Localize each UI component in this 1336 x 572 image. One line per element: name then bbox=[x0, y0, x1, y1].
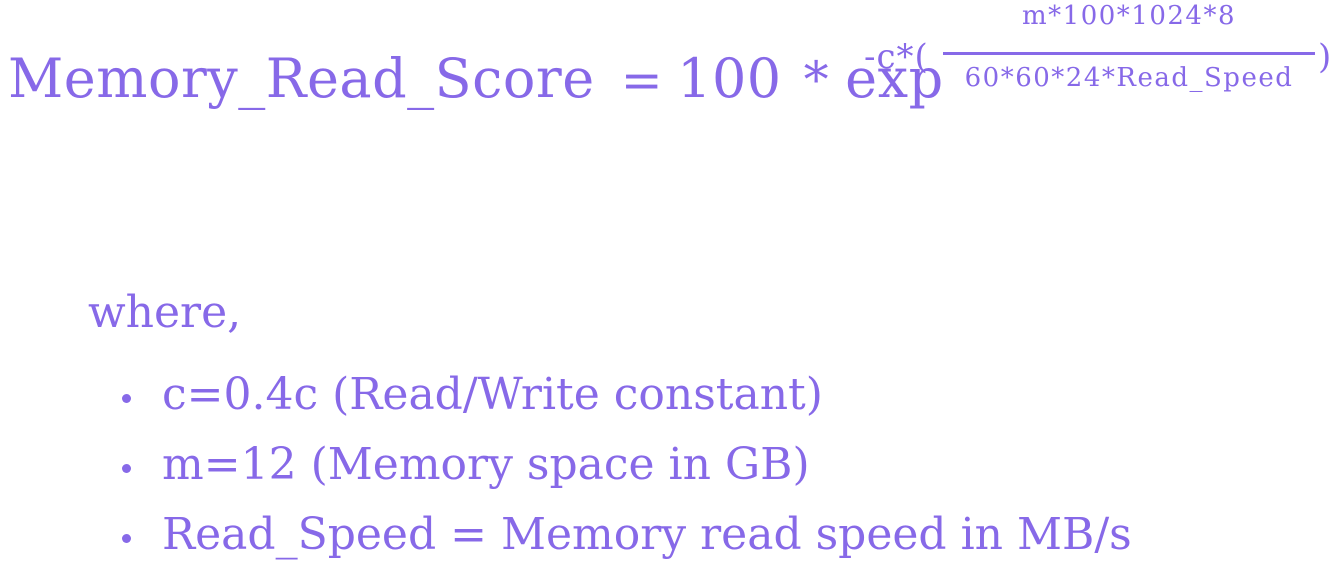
exp-function: exp bbox=[845, 47, 944, 110]
formula-main-line: Memory_Read_Score=100*exp bbox=[8, 52, 944, 106]
exponent-suffix: ) bbox=[1318, 37, 1332, 77]
fraction-numerator: m*100*1024*8 bbox=[1022, 1, 1236, 31]
exponent-prefix: -c*( bbox=[864, 37, 929, 77]
definition-item-read-speed: Read_Speed = Memory read speed in MB/s bbox=[122, 513, 1132, 557]
bullet-icon bbox=[122, 463, 131, 473]
multiply-sign: * bbox=[803, 51, 830, 109]
fraction-denominator: 60*60*24*Read_Speed bbox=[964, 62, 1294, 93]
equals-sign: = bbox=[620, 51, 664, 109]
formula-coefficient: 100 bbox=[677, 47, 782, 110]
bullet-icon bbox=[122, 393, 131, 403]
definition-text: m=12 (Memory space in GB) bbox=[162, 439, 810, 490]
definition-item-c: c=0.4c (Read/Write constant) bbox=[122, 373, 823, 417]
definition-text: c=0.4c (Read/Write constant) bbox=[162, 369, 823, 420]
definition-text: Read_Speed = Memory read speed in MB/s bbox=[162, 509, 1132, 560]
formula-lhs: Memory_Read_Score bbox=[8, 47, 595, 110]
fraction-bar bbox=[943, 51, 1315, 55]
definition-item-m: m=12 (Memory space in GB) bbox=[122, 443, 810, 487]
exponent-fraction: m*100*1024*8 60*60*24*Read_Speed bbox=[943, 1, 1315, 94]
where-label: where, bbox=[88, 287, 242, 338]
bullet-icon bbox=[122, 533, 131, 543]
